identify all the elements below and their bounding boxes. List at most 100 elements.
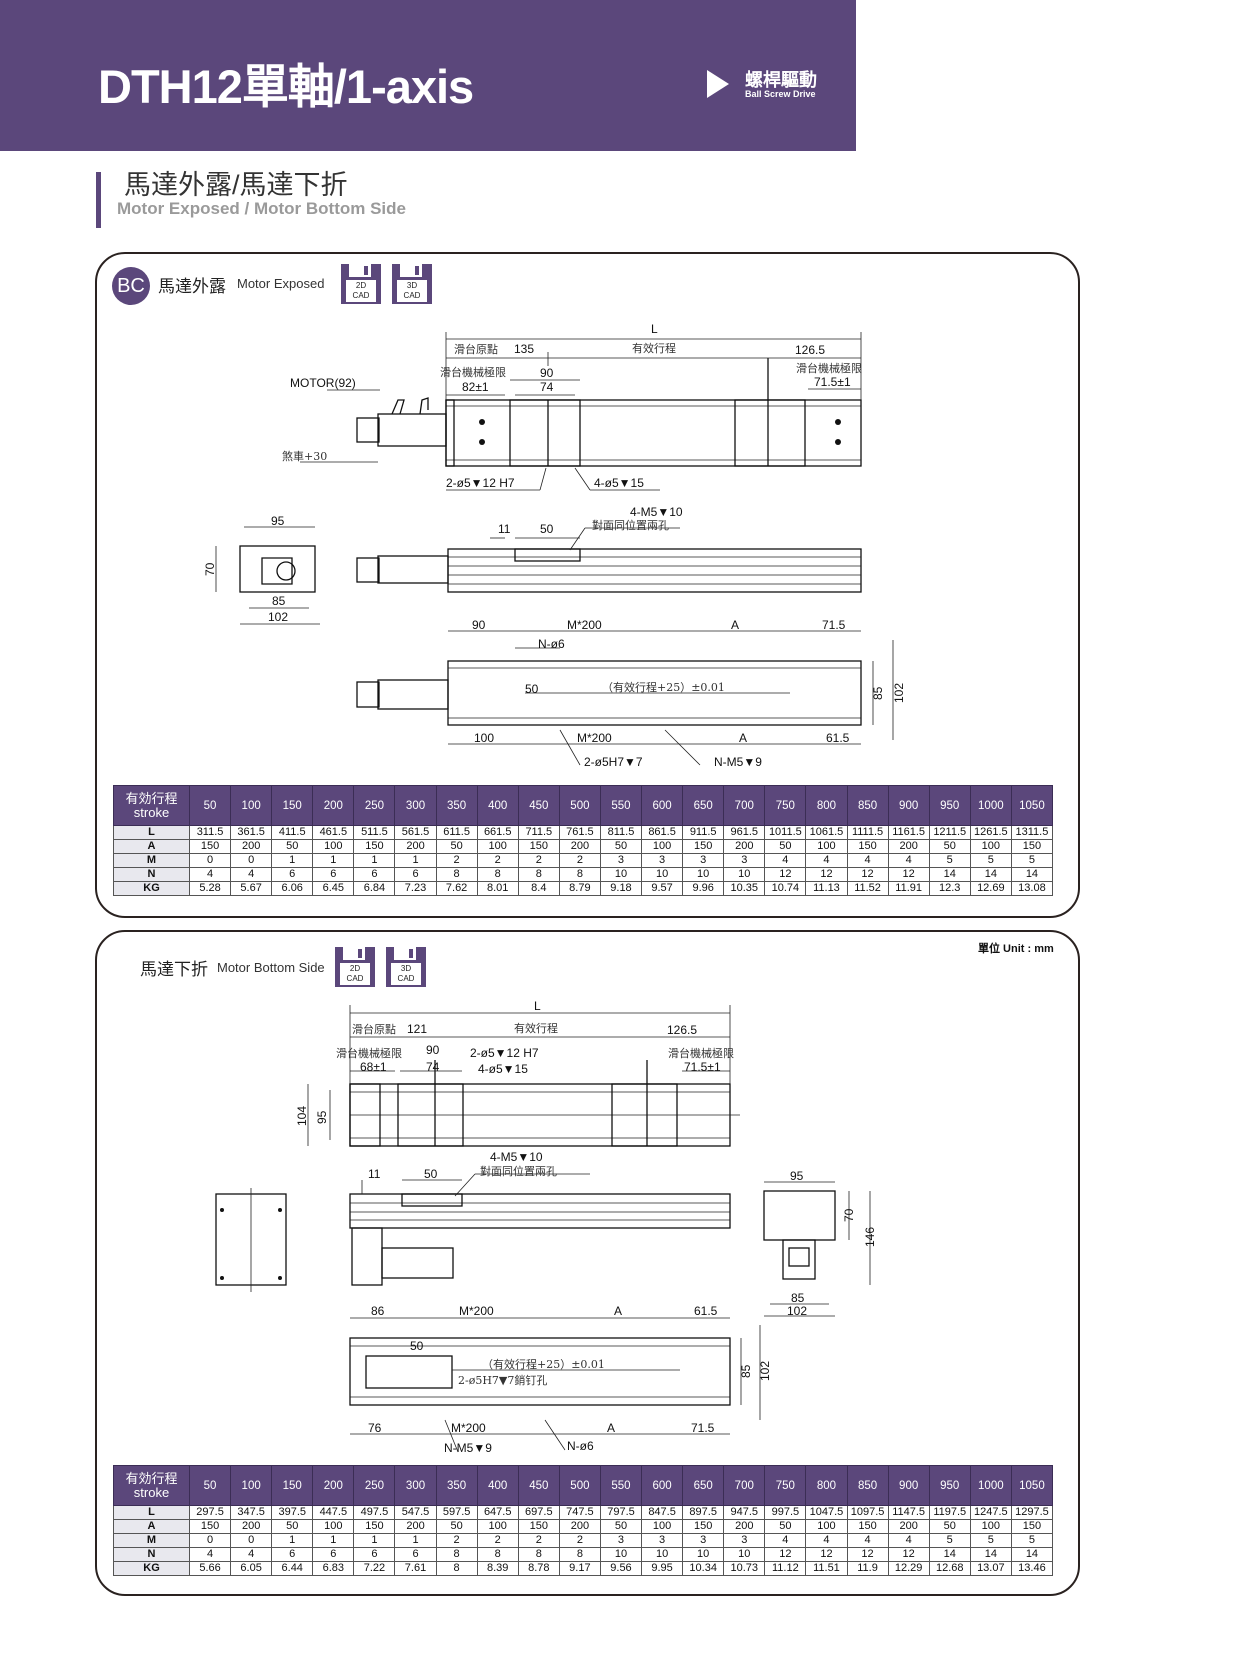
dim-right-end: 126.5	[795, 343, 825, 357]
row-label: N	[113, 867, 190, 882]
dim-68: 68±1	[360, 1060, 387, 1074]
table-cell: 1211.5	[928, 825, 971, 840]
stroke-column-header: 850	[846, 1465, 889, 1506]
table-cell: 12	[764, 867, 807, 882]
stroke-column-header: 550	[599, 1465, 643, 1506]
table-cell: 5	[1010, 853, 1054, 868]
table-cell: 6	[271, 1547, 314, 1562]
table-cell: 12	[846, 867, 889, 882]
cad-label: CAD	[352, 291, 370, 300]
table-cell: 6.84	[353, 881, 396, 896]
table-cell: 297.5	[188, 1505, 232, 1520]
table-cell: 2	[517, 1533, 560, 1548]
table-cell: 150	[188, 1519, 232, 1534]
table-cell: 2	[435, 1533, 478, 1548]
table-cell: 8	[558, 867, 601, 882]
row-label: A	[113, 1519, 190, 1534]
stroke-column-header: 750	[764, 1465, 807, 1506]
dim-95: 95	[315, 1110, 329, 1124]
stroke-column-header: 200	[312, 1465, 355, 1506]
dim-11: 11	[498, 522, 511, 536]
table-cell: 661.5	[476, 825, 519, 840]
end-dim-102: 102	[787, 1304, 807, 1318]
table-cell: 9.57	[641, 881, 684, 896]
table-cell: 200	[723, 1519, 766, 1534]
stroke-column-header: 500	[558, 785, 601, 826]
table-cell: 100	[476, 839, 519, 854]
table-cell: 150	[517, 839, 560, 854]
table-cell: 1311.5	[1010, 825, 1054, 840]
model-badge: BC	[112, 267, 150, 305]
table-cell: 14	[969, 1547, 1012, 1562]
dim-m200: M*200	[567, 618, 602, 632]
dim-mech-limit-right: 滑台機械極限	[796, 361, 862, 375]
table-cell: 10	[723, 867, 766, 882]
table-cell: 5	[969, 1533, 1012, 1548]
cad-label: 2D	[349, 964, 361, 973]
table-cell: 8	[517, 867, 560, 882]
table-cell: 12	[764, 1547, 807, 1562]
exposed-side-view: 4-M5▼10 對面同位置兩孔 11 50 95 70 85 102	[203, 505, 862, 625]
table-cell: 7.23	[394, 881, 437, 896]
dim-90: 90	[472, 618, 486, 632]
table-cell: 50	[435, 1519, 478, 1534]
table-cell: 12.68	[928, 1561, 971, 1576]
table-cell: 4	[764, 1533, 807, 1548]
table-cell: 611.5	[435, 825, 478, 840]
dim-m200-bottom: M*200	[577, 731, 612, 745]
dim-50: 50	[540, 522, 554, 536]
table-cell: 1097.5	[846, 1505, 889, 1520]
dim-A-bottom: A	[739, 731, 747, 745]
table-cell: 5	[1010, 1533, 1054, 1548]
m5-label: 4-M5▼10	[490, 1150, 543, 1164]
table-cell: 1011.5	[764, 825, 807, 840]
table-cell: 8	[558, 1547, 601, 1562]
row-label: N	[113, 1547, 190, 1562]
table-cell: 1	[394, 1533, 437, 1548]
table-cell: 10.74	[764, 881, 807, 896]
dim-A-bottom: A	[607, 1421, 615, 1435]
table-cell: 12	[846, 1547, 889, 1562]
stroke-column-header: 650	[682, 785, 725, 826]
bottom-title-en: Motor Bottom Side	[217, 960, 325, 975]
cad-label: CAD	[403, 291, 421, 300]
table-cell: 10.73	[723, 1561, 766, 1576]
table-cell: 6	[271, 867, 314, 882]
table-cell: 5.67	[230, 881, 273, 896]
stroke-column-header: 150	[271, 1465, 314, 1506]
pin-hole-label: 2-ø5H7▼7	[584, 755, 643, 769]
exposed-top-view: L 滑台原點 135 有效行程 126.5 滑台機械極限 90 82±1 74 …	[282, 322, 862, 491]
end-dim-95: 95	[271, 514, 285, 528]
dim-74: 74	[426, 1060, 440, 1074]
table-cell: 10	[682, 1547, 725, 1562]
dim-82: 82±1	[462, 380, 489, 394]
table-cell: 5.66	[188, 1561, 232, 1576]
table-cell: 200	[558, 1519, 601, 1534]
row-label: KG	[113, 881, 190, 896]
table-cell: 1	[312, 853, 355, 868]
table-cell: 6.06	[271, 881, 314, 896]
table-cell: 10	[682, 867, 725, 882]
table-cell: 50	[271, 1519, 314, 1534]
opposite-holes-label: 對面同位置兩孔	[592, 518, 669, 532]
opposite-holes-label: 對面同位置兩孔	[480, 1164, 557, 1178]
stroke-column-header: 100	[230, 1465, 273, 1506]
table-cell: 100	[969, 1519, 1012, 1534]
dim-mech-limit-left: 滑台機械極限	[336, 1046, 402, 1060]
dim-71-5: 71.5	[822, 618, 846, 632]
table-cell: 511.5	[353, 825, 396, 840]
table-cell: 1	[353, 1533, 396, 1548]
table-cell: 10	[723, 1547, 766, 1562]
stroke-column-header: 1050	[1010, 1465, 1054, 1506]
table-cell: 13.46	[1010, 1561, 1054, 1576]
table-cell: 8.79	[558, 881, 601, 896]
stroke-column-header: 50	[188, 1465, 232, 1506]
table-cell: 14	[928, 1547, 971, 1562]
